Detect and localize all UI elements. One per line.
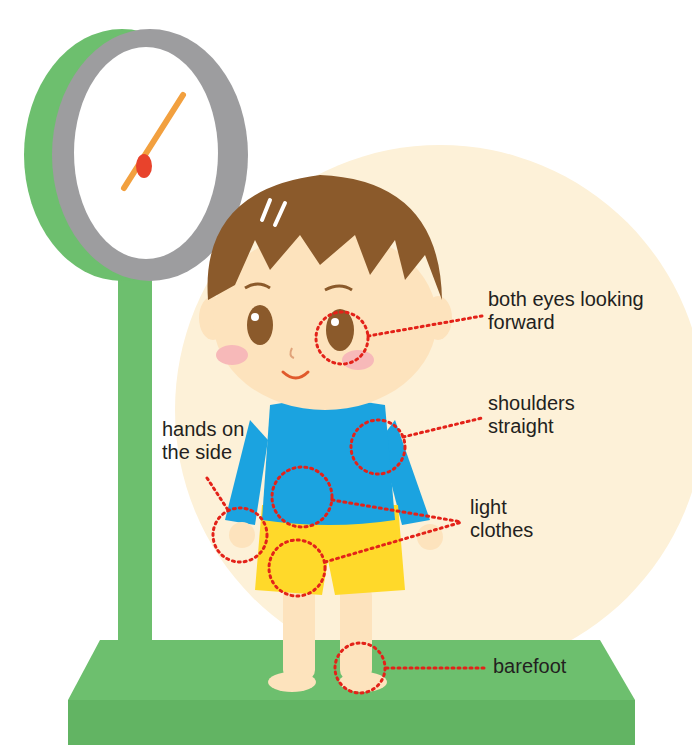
leader-line bbox=[207, 478, 228, 510]
callout-circle bbox=[272, 467, 332, 527]
nose bbox=[290, 348, 294, 358]
needle-hub bbox=[136, 154, 152, 178]
hair bbox=[208, 175, 443, 300]
leg bbox=[340, 585, 372, 680]
callout-label: light clothes bbox=[470, 496, 550, 542]
eye-shine bbox=[251, 313, 259, 321]
leader-line bbox=[332, 500, 462, 522]
background-circle bbox=[175, 145, 692, 675]
callout-circle bbox=[351, 420, 405, 474]
callout-marks bbox=[207, 312, 488, 693]
hair-shine bbox=[262, 200, 285, 225]
leader-line bbox=[403, 418, 482, 437]
leg bbox=[283, 585, 315, 680]
dial-needle bbox=[124, 95, 183, 188]
callout-circle bbox=[335, 643, 385, 693]
cheek bbox=[216, 345, 248, 365]
mouth bbox=[283, 372, 308, 378]
callout-label: hands on the side bbox=[162, 418, 257, 464]
callout-circle bbox=[269, 540, 325, 596]
hand bbox=[229, 522, 255, 548]
scale-base-front bbox=[68, 700, 635, 745]
eye-shine bbox=[331, 318, 339, 326]
eye bbox=[247, 305, 273, 345]
eyebrow bbox=[245, 284, 352, 290]
leader-line bbox=[325, 522, 462, 562]
leader-line bbox=[368, 316, 482, 336]
callout-label: both eyes looking forward bbox=[488, 288, 648, 334]
dial-face bbox=[74, 47, 218, 259]
callout-label: shoulders straight bbox=[488, 392, 598, 438]
foot bbox=[268, 672, 316, 692]
callout-circle bbox=[316, 312, 368, 364]
leader-line bbox=[386, 667, 488, 670]
callout-circle bbox=[213, 508, 267, 562]
callout-label: barefoot bbox=[493, 655, 613, 678]
